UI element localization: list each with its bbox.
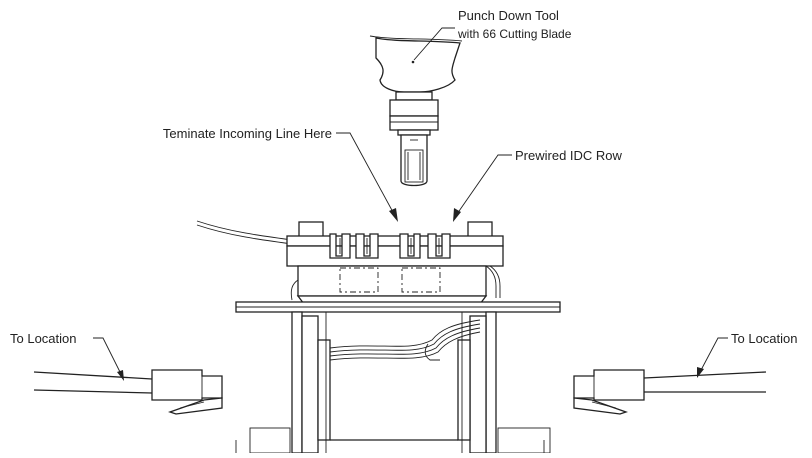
left-rj-plug: [33, 369, 223, 415]
location-label-left: To Location: [10, 331, 77, 346]
terminate-label: Teminate Incoming Line Here: [163, 126, 332, 141]
internal-wire-bundle: [329, 319, 481, 361]
prewired-label: Prewired IDC Row: [515, 148, 623, 163]
right-rj-plug: [573, 369, 767, 415]
tool-label-line2: with 66 Cutting Blade: [457, 27, 572, 41]
lower-housing: [235, 311, 551, 454]
connector-block: [235, 221, 561, 313]
idc-slots: [329, 233, 451, 259]
tool-label-line1: Punch Down Tool: [458, 8, 559, 23]
location-label-right: To Location: [731, 331, 798, 346]
leader-lines: [93, 27, 728, 381]
punch-down-tool: [369, 35, 463, 187]
